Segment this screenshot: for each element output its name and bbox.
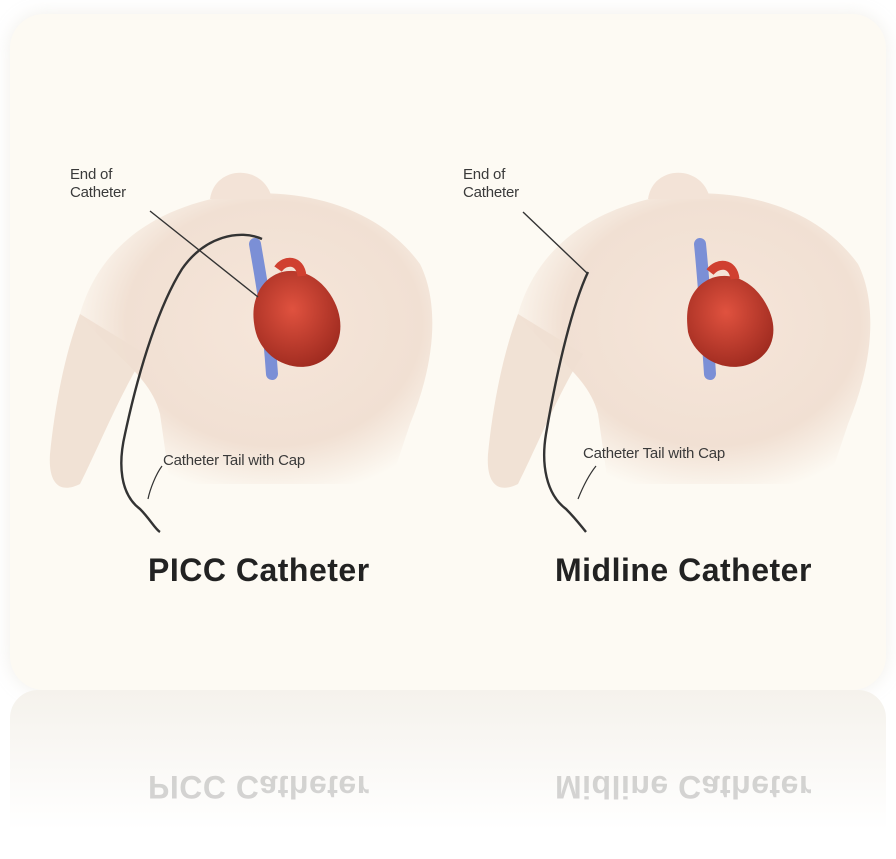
midline-end-label: End of Catheter — [463, 166, 519, 202]
tail-pointer-line — [148, 466, 162, 499]
midline-caption: Midline Catheter — [555, 552, 812, 589]
illustration-card: End of Catheter Catheter Tail with Cap P… — [10, 14, 886, 690]
picc-caption-reflection: PICC Catheter — [148, 768, 370, 805]
picc-tail-label: Catheter Tail with Cap — [163, 452, 305, 470]
midline-caption-reflection: Midline Catheter — [555, 768, 812, 805]
picc-caption: PICC Catheter — [148, 552, 370, 589]
midline-tail-label: Catheter Tail with Cap — [583, 445, 725, 463]
reflection-area: PICC Catheter Midline Catheter — [10, 690, 886, 855]
midline-end-label-line2: Catheter — [463, 184, 519, 202]
picc-panel: End of Catheter Catheter Tail with Cap P… — [10, 14, 448, 690]
neck-shape — [648, 173, 710, 199]
tail-pointer-line — [578, 466, 596, 499]
midline-end-label-line1: End of — [463, 166, 519, 184]
picc-end-label-line1: End of — [70, 166, 126, 184]
picc-end-label: End of Catheter — [70, 166, 126, 202]
midline-panel: End of Catheter Catheter Tail with Cap M… — [448, 14, 886, 690]
neck-shape — [210, 173, 272, 199]
reflection-mirror: PICC Catheter Midline Catheter — [10, 690, 886, 855]
picc-end-label-line2: Catheter — [70, 184, 126, 202]
